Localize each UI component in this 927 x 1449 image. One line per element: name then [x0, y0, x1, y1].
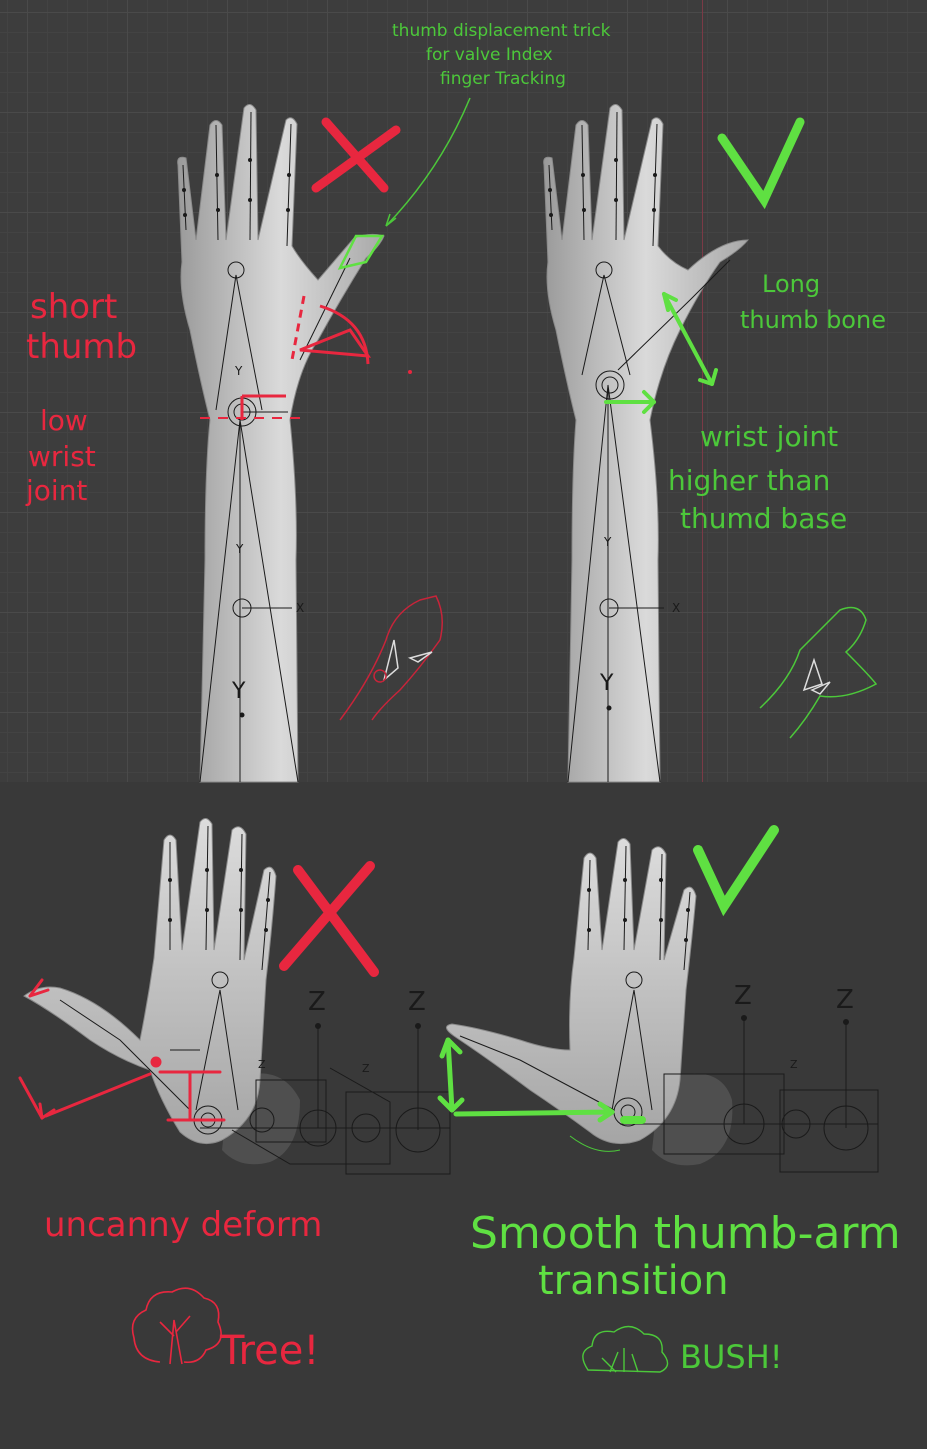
arm-top-right: Y X Y — [543, 104, 750, 783]
label-line: wrist joint — [700, 420, 838, 453]
axis-y-label: Y — [603, 535, 612, 549]
tree-icon — [131, 1287, 222, 1365]
arm-top-left: Y Y X Y — [177, 104, 385, 783]
label-line: short — [30, 287, 117, 327]
axis-y-label: Y — [231, 679, 246, 704]
label-wrist-higher: wrist joint higher than thumd base — [668, 420, 847, 535]
axis-z-label: Z — [836, 985, 854, 1015]
wrist-sketch-bad — [339, 595, 443, 721]
axis-x-label: X — [296, 601, 304, 615]
label-short-thumb: short thumb — [26, 287, 137, 367]
caption-smooth-line-2: transition — [538, 1258, 729, 1304]
axis-x-label: X — [672, 601, 680, 615]
long-thumb-marks — [604, 292, 718, 414]
axis-y-label: Y — [235, 542, 244, 556]
axis-z-label: Z — [362, 1062, 370, 1075]
word-tree: Tree! — [219, 1328, 319, 1374]
smooth-transition-marks — [437, 1037, 646, 1124]
axis-z-label: Z — [734, 981, 752, 1011]
bone-gizmos-left — [200, 1023, 451, 1175]
axis-z-label: Z — [790, 1058, 798, 1071]
cross-icon — [311, 117, 401, 193]
label-line: thumb — [26, 327, 137, 367]
viewport-divider — [702, 0, 703, 782]
annotation-line: for valve Index — [426, 45, 553, 65]
viewport-top — [0, 0, 927, 782]
annotation-line: finger Tracking — [440, 69, 566, 89]
axis-y-label: Y — [234, 364, 243, 378]
label-line: higher than — [668, 464, 830, 497]
axis-z-label: Z — [258, 1058, 266, 1071]
axis-z-label: Z — [308, 987, 326, 1017]
label-line: thumb bone — [740, 306, 886, 334]
label-line: thumd base — [680, 502, 847, 535]
contour-line — [569, 1135, 621, 1152]
annotation-thumb-trick: thumb displacement trick for valve Index… — [337, 21, 611, 270]
check-icon — [717, 117, 805, 210]
word-bush: BUSH! — [680, 1338, 783, 1376]
label-line: joint — [25, 474, 87, 507]
hand-bottom-left — [23, 818, 300, 1165]
uncanny-marks — [18, 978, 226, 1122]
label-line: low — [40, 404, 88, 437]
bush-icon — [582, 1325, 669, 1373]
caption-uncanny-deform: uncanny deform — [44, 1205, 322, 1245]
bone-gizmos-right — [620, 1015, 879, 1173]
label-line: Long — [762, 270, 820, 298]
label-line: wrist — [28, 440, 96, 473]
cross-icon — [279, 861, 379, 977]
short-thumb-marks — [200, 295, 412, 420]
hand-bottom-right — [446, 838, 733, 1166]
axis-y-label: Y — [599, 671, 614, 696]
label-low-wrist-joint: low wrist joint — [25, 404, 96, 507]
caption-smooth-line-1: Smooth thumb-arm — [470, 1208, 901, 1259]
axis-z-label: Z — [408, 987, 426, 1017]
wrist-sketch-good — [759, 606, 878, 739]
check-icon — [693, 825, 779, 917]
annotation-line: thumb displacement trick — [392, 21, 611, 41]
label-long-thumb-bone: Long thumb bone — [740, 270, 886, 334]
